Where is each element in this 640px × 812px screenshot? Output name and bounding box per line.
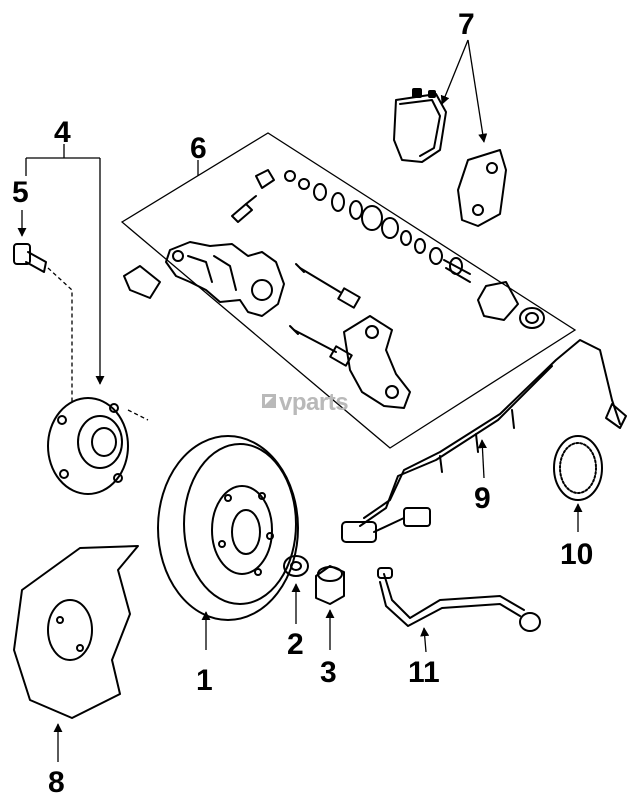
callout-4: 4 bbox=[54, 116, 71, 149]
hub-nut bbox=[283, 555, 309, 577]
watermark-text: vparts bbox=[279, 389, 348, 416]
brake-pad-front bbox=[393, 88, 447, 163]
bleeder-screw bbox=[231, 169, 275, 223]
guide-pin-lower bbox=[289, 325, 353, 367]
abs-sensor-harness bbox=[341, 339, 627, 543]
callout-6: 6 bbox=[190, 132, 207, 165]
brake-pad-rear bbox=[457, 149, 507, 227]
dust-shield bbox=[13, 545, 139, 719]
hub-guide-line bbox=[127, 409, 149, 421]
caliper-body bbox=[123, 241, 285, 317]
brake-hose bbox=[377, 567, 541, 632]
abs-tone-ring bbox=[553, 435, 603, 501]
hub-bolt bbox=[13, 243, 47, 273]
wheel-hub bbox=[47, 397, 129, 495]
guide-pin-upper bbox=[295, 263, 361, 309]
callout-5: 5 bbox=[12, 176, 29, 209]
leader-lines bbox=[17, 39, 583, 762]
brake-rotor bbox=[157, 435, 299, 621]
callout-10: 10 bbox=[560, 538, 593, 571]
callout-11: 11 bbox=[408, 656, 440, 689]
piston-seal-row bbox=[284, 170, 471, 283]
callout-8: 8 bbox=[48, 766, 65, 799]
caliper-kit-outline bbox=[120, 132, 577, 449]
callout-2: 2 bbox=[287, 628, 304, 661]
caliper-bracket bbox=[343, 315, 411, 409]
piston bbox=[477, 281, 545, 329]
vparts-watermark: vparts bbox=[262, 389, 349, 416]
callout-7: 7 bbox=[458, 8, 475, 41]
callout-1: 1 bbox=[196, 664, 213, 697]
grease-cap bbox=[315, 565, 345, 605]
hub-bolt-guide-line bbox=[47, 267, 73, 402]
callout-3: 3 bbox=[320, 656, 337, 689]
callout-9: 9 bbox=[474, 482, 491, 515]
callout-labels: 1 2 3 4 5 6 7 8 9 10 11 bbox=[12, 8, 593, 799]
